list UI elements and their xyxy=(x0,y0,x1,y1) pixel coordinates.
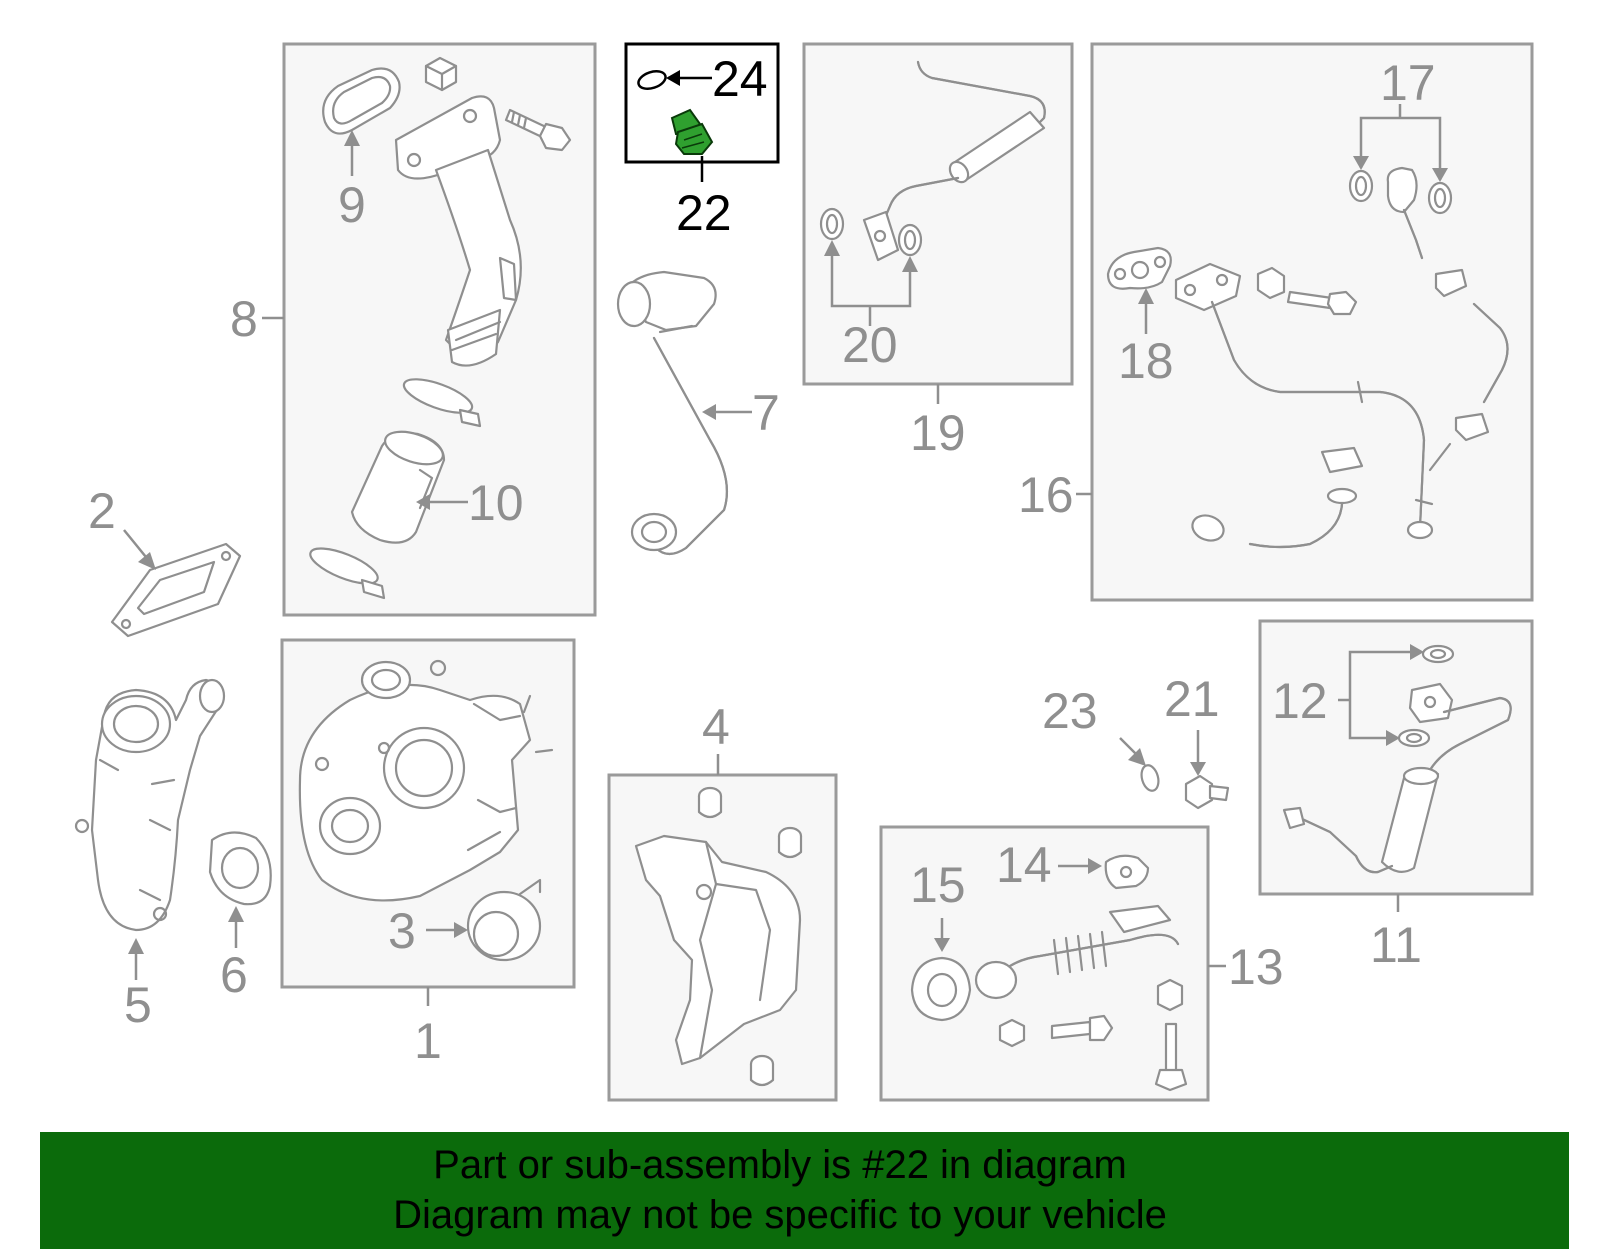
callout-2: 2 xyxy=(88,483,116,539)
callout-13: 13 xyxy=(1228,939,1284,995)
callout-5: 5 xyxy=(124,977,152,1033)
part-17-fitting xyxy=(1386,166,1424,260)
part-12-washer-top xyxy=(1421,644,1455,664)
part-16-bolt xyxy=(1286,290,1358,316)
callout-19: 19 xyxy=(910,405,966,461)
callout-23: 23 xyxy=(1042,683,1098,739)
part-17-washer-right xyxy=(1427,181,1453,215)
part-7-intake-pipe xyxy=(616,270,728,556)
part-21-sensor xyxy=(1184,774,1230,810)
callout-15: 15 xyxy=(910,857,966,913)
group-box-19 xyxy=(802,42,1074,386)
part-24-o-ring xyxy=(637,69,667,91)
part-11-oil-line xyxy=(1282,696,1512,874)
part-23-washer xyxy=(1140,764,1160,792)
part-16-clamp-lower xyxy=(1454,412,1490,442)
part-8-clamp-upper xyxy=(402,378,482,428)
callout-3: 3 xyxy=(388,903,416,959)
group-box-16 xyxy=(1090,42,1534,602)
callout-17: 17 xyxy=(1380,55,1436,111)
part-4-grommet-right xyxy=(777,826,803,859)
info-banner: Part or sub-assembly is #22 in diagram D… xyxy=(40,1132,1569,1249)
part-1-turbocharger xyxy=(298,659,554,902)
part-14-gasket xyxy=(1104,854,1150,890)
banner-line-1: Part or sub-assembly is #22 in diagram xyxy=(433,1143,1127,1187)
callout-20: 20 xyxy=(842,317,898,373)
part-8-nut xyxy=(424,56,458,92)
part-13-egr-pipe xyxy=(974,904,1180,1000)
callout-24: 24 xyxy=(712,51,768,107)
part-16-coolant-pipe xyxy=(1210,300,1452,540)
part-20-washer-left xyxy=(819,207,845,241)
part-17-washer-left xyxy=(1348,169,1374,203)
part-18-gasket xyxy=(1106,246,1172,290)
callout-6: 6 xyxy=(220,947,248,1003)
part-19-oil-line xyxy=(862,60,1046,262)
callout-labels: 9 8 10 24 22 7 20 19 17 18 16 2 5 6 3 1 … xyxy=(88,51,1436,1069)
part-16-elbow-hose xyxy=(1248,487,1358,549)
part-8-clamp-lower xyxy=(309,547,386,600)
callout-22: 22 xyxy=(676,185,732,241)
part-2-gasket xyxy=(110,542,242,638)
part-16-clamp-upper xyxy=(1434,268,1468,298)
part-15-gasket xyxy=(910,956,972,1022)
callout-18: 18 xyxy=(1118,333,1174,389)
part-13-bolt-vertical xyxy=(1154,1022,1188,1092)
leaders xyxy=(123,70,1448,1006)
part-20-washer-right xyxy=(897,223,923,257)
callout-11: 11 xyxy=(1370,917,1422,973)
part-10-tube xyxy=(350,430,446,544)
part-4-grommet-top xyxy=(697,786,723,819)
part-5-housing xyxy=(74,678,226,932)
callout-8: 8 xyxy=(230,291,258,347)
callout-16: 16 xyxy=(1018,467,1074,523)
part-16-pipe-flange xyxy=(1174,262,1242,312)
part-12-washer-bottom xyxy=(1397,728,1431,748)
callout-7: 7 xyxy=(752,385,780,441)
callout-4: 4 xyxy=(702,699,730,755)
banner-line-2: Diagram may not be specific to your vehi… xyxy=(393,1193,1167,1237)
group-box-11 xyxy=(1258,619,1534,896)
callout-10: 10 xyxy=(468,475,524,531)
callout-9: 9 xyxy=(338,177,366,233)
part-4-grommet-bottom xyxy=(749,1054,775,1087)
callout-12: 12 xyxy=(1272,673,1328,729)
part-3-actuator xyxy=(466,878,542,962)
callout-1: 1 xyxy=(414,1013,442,1069)
part-13-bolt-middle xyxy=(1050,1014,1114,1042)
part-16-nut xyxy=(1256,266,1286,300)
part-16-clamp-bottom xyxy=(1191,514,1225,542)
part-13-nut-right xyxy=(1156,978,1184,1012)
part-6-gasket xyxy=(208,831,272,906)
part-16-hose-right xyxy=(1472,302,1509,404)
part-16-clamp-mid xyxy=(1320,446,1364,474)
part-22-highlighted-part xyxy=(670,108,714,155)
part-13-nut-left xyxy=(998,1018,1026,1048)
part-8-bolt xyxy=(504,108,572,152)
callout-21: 21 xyxy=(1164,671,1220,727)
callout-14: 14 xyxy=(996,837,1052,893)
part-8-downpipe xyxy=(394,95,522,367)
part-4-heat-shield xyxy=(634,834,802,1066)
part-9-gasket xyxy=(322,67,401,135)
part-11-fitting xyxy=(1408,682,1454,724)
